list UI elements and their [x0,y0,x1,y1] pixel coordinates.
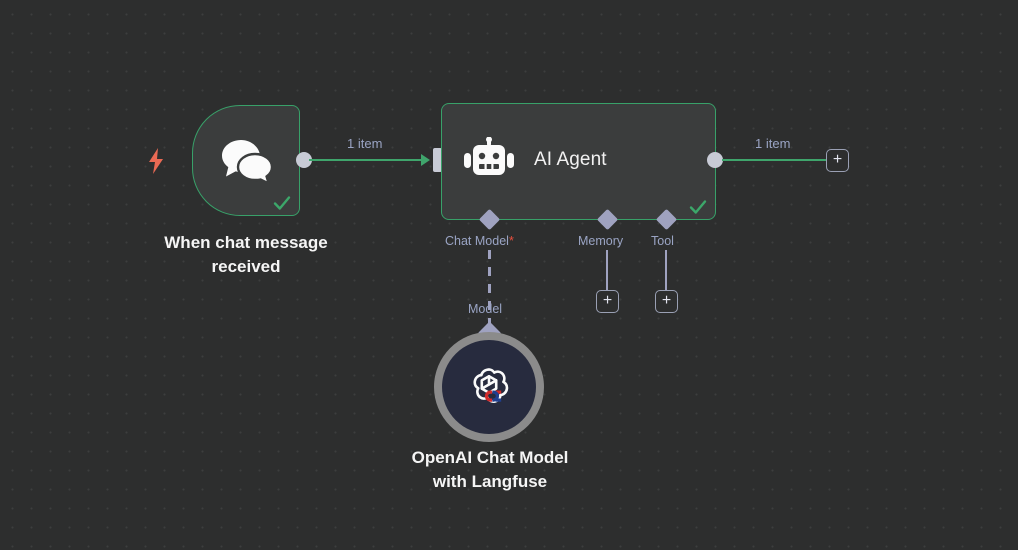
required-asterisk-icon: * [508,234,514,248]
edge-agent-to-next[interactable] [722,159,826,161]
node-when-chat-message-received[interactable] [192,105,300,216]
tool-connector-line [665,250,667,292]
model-node-inner-circle [442,340,536,434]
node-openai-chat-model-with-langfuse[interactable] [434,332,544,442]
edge-label-model: Model [468,302,503,316]
agent-input-port[interactable] [433,148,442,172]
edge-label-item-count: 1 item [347,136,383,151]
chat-model-connector-line[interactable] [488,250,491,328]
add-node-button[interactable]: + [826,149,849,172]
node-caption-model: OpenAI Chat Model with Langfuse [411,448,569,491]
edge-trigger-to-agent[interactable] [309,159,421,161]
lightning-bolt-icon [146,148,166,174]
status-check-icon [689,198,707,216]
robot-icon [464,136,514,183]
add-memory-node-button[interactable]: + [596,290,619,313]
sub-connector-label-memory: Memory [578,234,624,248]
memory-connector-line [606,250,608,292]
chat-bubbles-icon [221,138,274,186]
agent-output-port[interactable] [707,152,723,168]
node-caption-trigger: When chat message received [164,233,328,276]
sub-connector-label-chat-model: Chat Model* [445,234,514,248]
node-ai-agent[interactable]: AI Agent [441,103,716,220]
sub-connector-label-text: Chat Model [445,234,509,248]
sub-connector-label-tool: Tool [651,234,674,248]
edge-label-item-count: 1 item [755,136,791,151]
edge-arrow-icon [421,154,430,166]
status-check-icon [273,194,291,212]
trigger-output-port[interactable] [296,152,312,168]
openai-langfuse-icon [467,365,511,409]
node-title-ai-agent: AI Agent [534,149,607,170]
add-tool-node-button[interactable]: + [655,290,678,313]
